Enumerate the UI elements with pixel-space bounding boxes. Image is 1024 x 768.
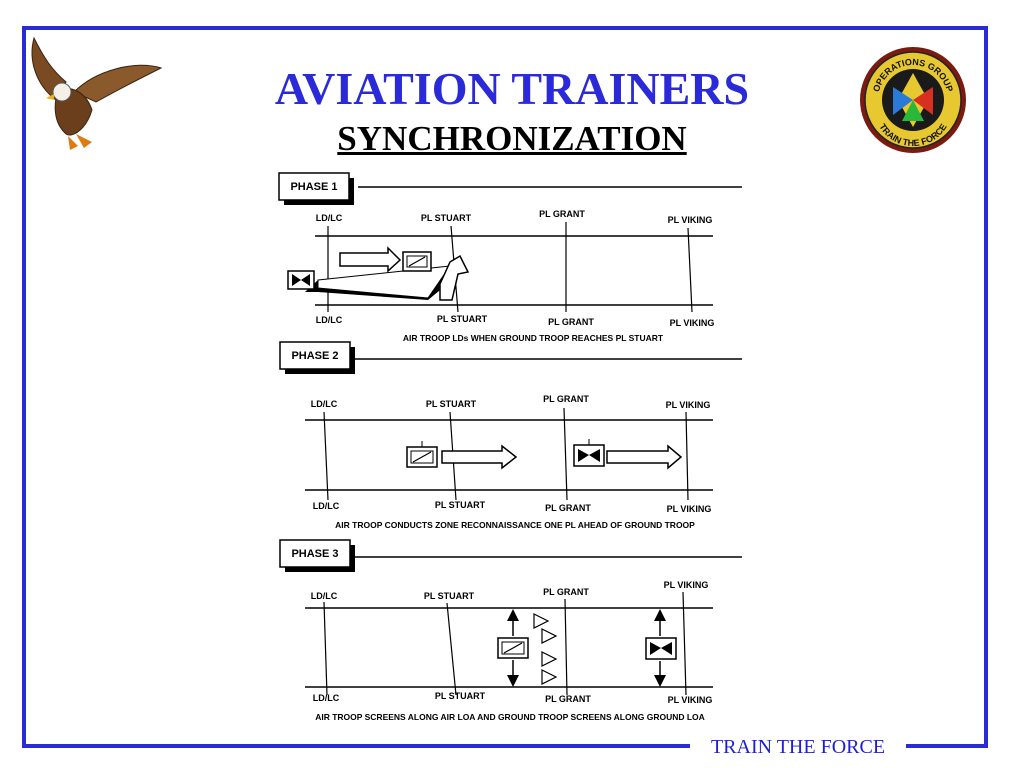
phase-3-caption: AIR TROOP SCREENS ALONG AIR LOA AND GROU…: [315, 712, 705, 722]
phase-2-label: PHASE 2: [291, 350, 338, 362]
phase-1-bottom-label-ldlc: LD/LC: [316, 315, 343, 325]
phase-3-label: PHASE 3: [291, 548, 338, 560]
phase-1-top-label-grant: PL GRANT: [539, 209, 585, 219]
phase-3-bottom-label-ldlc: LD/LC: [313, 693, 340, 703]
phase-3-top-label-ldlc: LD/LC: [311, 591, 338, 601]
phase-1-bottom-label-stuart: PL STUART: [437, 314, 488, 324]
phase-3-top-label-grant: PL GRANT: [543, 587, 589, 597]
phase-2-bottom-label-grant: PL GRANT: [545, 503, 591, 513]
phase-2-bottom-label-viking: PL VIKING: [667, 504, 712, 514]
phase-2-top-label-ldlc: LD/LC: [311, 399, 338, 409]
slide-frame: [22, 26, 988, 748]
phase-1-top-label-stuart: PL STUART: [421, 213, 472, 223]
phase-1-top-label-viking: PL VIKING: [668, 215, 713, 225]
phase-2-bottom-label-ldlc: LD/LC: [313, 501, 340, 511]
eagle-icon: [31, 36, 163, 150]
phase-2-panel: PHASE 2 LD/LC PL STUART PL GRANT PL VIKI…: [279, 341, 742, 530]
phase-3-top-label-stuart: PL STUART: [424, 591, 475, 601]
page-subtitle: SYNCHRONIZATION: [337, 119, 687, 158]
phase-2-top-label-grant: PL GRANT: [543, 394, 589, 404]
phase-3-bottom-label-grant: PL GRANT: [545, 694, 591, 704]
phase-1-label: PHASE 1: [290, 181, 337, 193]
phase-1-top-label-ldlc: LD/LC: [316, 213, 343, 223]
phase-3-panel: PHASE 3 LD/LC PL STUART PL GRANT PL VIKI…: [279, 539, 742, 722]
phase-1-panel: PHASE 1 LD/LC PL STUART PL GRANT PL VIKI…: [278, 172, 742, 343]
phase-2-bottom-label-stuart: PL STUART: [435, 500, 486, 510]
phase-1-bottom-label-viking: PL VIKING: [670, 318, 715, 328]
phase-2-top-label-viking: PL VIKING: [666, 400, 711, 410]
operations-group-seal-icon: OPERATIONS GROUP TRAIN THE FORCE: [860, 47, 966, 153]
phase-3-top-label-viking: PL VIKING: [664, 580, 709, 590]
phase-2-caption: AIR TROOP CONDUCTS ZONE RECONNAISSANCE O…: [335, 520, 695, 530]
phase-1-caption: AIR TROOP LDs WHEN GROUND TROOP REACHES …: [403, 333, 664, 343]
phase-2-top-label-stuart: PL STUART: [426, 399, 477, 409]
phase-3-bottom-label-viking: PL VIKING: [668, 695, 713, 705]
phase-1-bottom-label-grant: PL GRANT: [548, 317, 594, 327]
phase-3-bottom-label-stuart: PL STUART: [435, 691, 486, 701]
page-title: AVIATION TRAINERS: [274, 63, 750, 114]
footer-text: TRAIN THE FORCE: [690, 733, 906, 761]
